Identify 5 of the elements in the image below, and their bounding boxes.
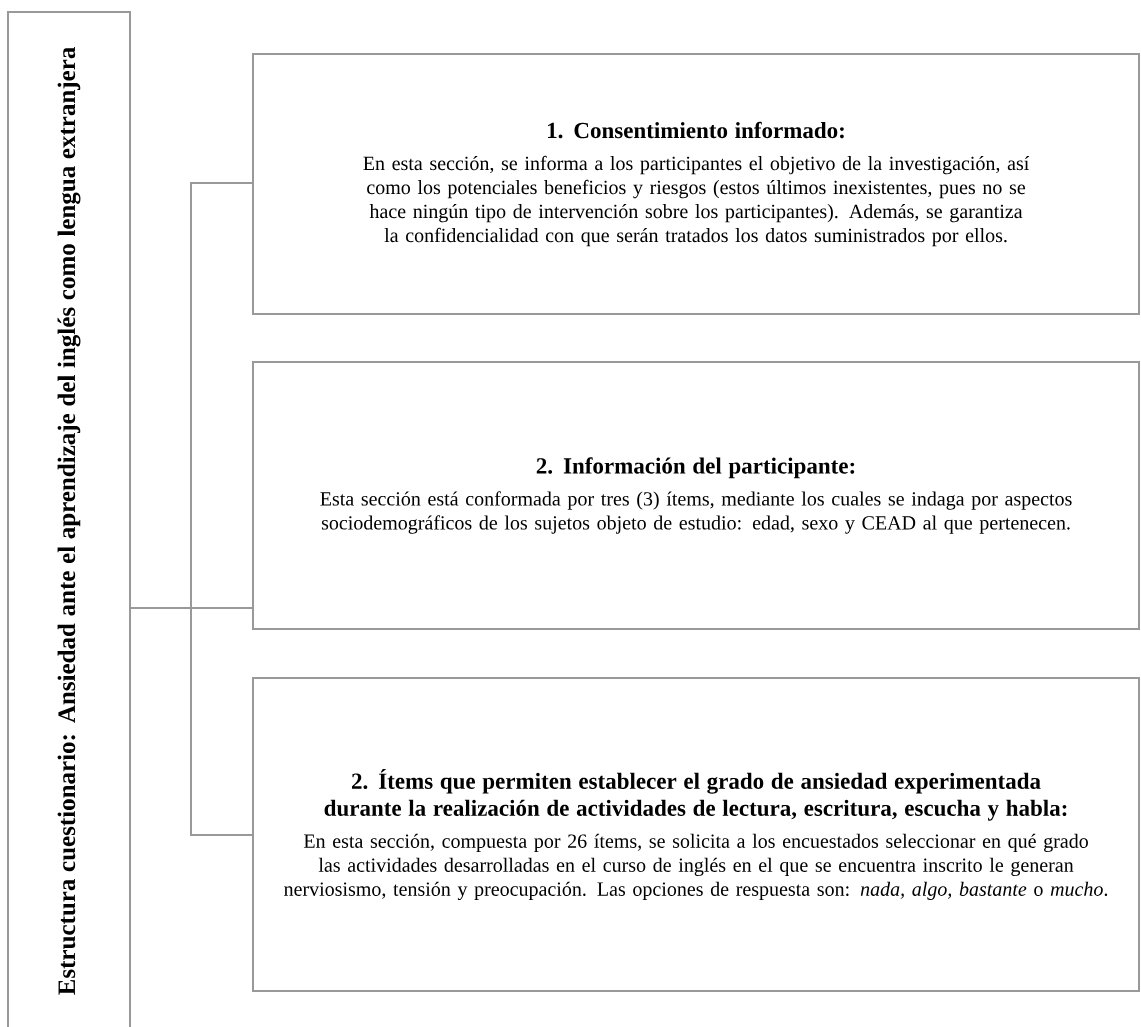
section-box: 1. Consentimiento informado: En esta sección, se informa a los participantes el objetivo de la investigación, así como los potenciales beneficios y riesgos (estos últimos inexistentes, pues no se hace ningún tipo de intervención sobre los participantes). Además, se garantiza la confidencialidad con que serán tratados los datos suministrados por ellos. xyxy=(252,53,1140,315)
section-box: 2. Ítems que permiten establecer el grado de ansiedad experimentada durante la realización de actividades de lectura, escritura, escucha y habla: En esta sección, compuesta por 26 ítems, se solicita a los encuestados seleccionar en qué grado las actividades desarrolladas en el curso de inglés en el que se encuentra inscrito le generan nerviosismo, tensión y preocupación. Las opciones de respuesta son: nada, algo, bastante o mucho. xyxy=(252,677,1140,992)
title-box: Estructura cuestionario: Ansiedad ante el aprendizaje del inglés como lengua extranjera xyxy=(7,11,131,1027)
connector-line xyxy=(130,607,253,836)
section-box: 2. Información del participante: Esta sección está conformada por tres (3) ítems, mediante los cuales se indaga por aspectos sociodemográficos de los sujetos objeto de estudio: edad, sexo y CEAD al que pertenecen. xyxy=(252,361,1140,630)
